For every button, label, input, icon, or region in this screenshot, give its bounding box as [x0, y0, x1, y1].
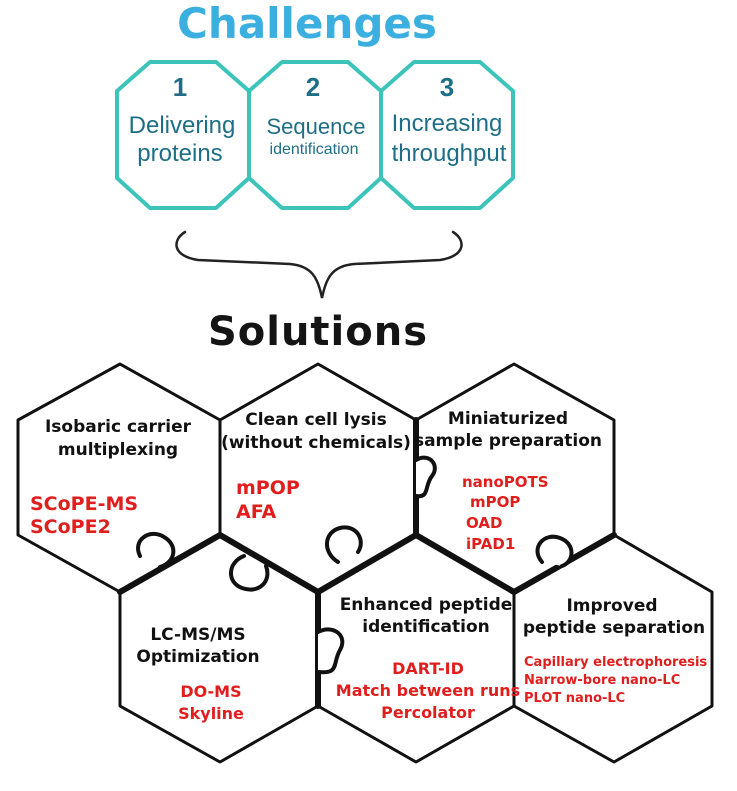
solution-heading-lcms-line1: LC-MS/MS	[150, 625, 245, 645]
challenge-number-1: 1	[173, 72, 187, 102]
solutions-title: Solutions	[208, 309, 428, 355]
solution-heading-lysis-line2: (without chemicals)	[221, 433, 411, 453]
solution-method-capillary-electrophoresis: Capillary electrophoresis	[524, 655, 707, 670]
solution-method-do-ms: DO-MS	[180, 682, 241, 701]
solution-method-skyline: Skyline	[178, 704, 244, 723]
solution-method-match-between-runs: Match between runs	[336, 681, 520, 700]
solution-method-scope2: SCoPE2	[30, 516, 111, 538]
junction-edge-2	[217, 532, 321, 595]
solution-method-plot-nano-lc: PLOT nano-LC	[524, 691, 625, 706]
solution-method-narrow-bore: Narrow-bore nano-LC	[524, 673, 680, 688]
solutions-group: Isobaric carrier multiplexing SCoPE-MS S…	[16, 362, 714, 764]
challenge-label-3-line2: throughput	[392, 140, 507, 167]
puzzle-tab-6	[316, 627, 345, 675]
puzzle-tab-3	[325, 525, 363, 564]
solution-heading-enhanced-line1: Enhanced peptide	[340, 595, 513, 615]
solution-method-mpop: mPOP	[236, 477, 300, 499]
challenge-number-2: 2	[306, 72, 320, 102]
challenge-label-1-line2: proteins	[137, 140, 222, 167]
puzzle-tab-1	[136, 531, 176, 569]
solution-heading-isobaric-line2: multiplexing	[58, 440, 178, 460]
junction-edge-4	[413, 532, 517, 595]
challenges-group: 1 Delivering proteins 2 Sequence identif…	[115, 60, 515, 210]
solution-heading-miniaturized-line2: sample preparation	[414, 431, 602, 451]
solution-method-scope-ms: SCoPE-MS	[30, 493, 138, 515]
solution-method-ipad1: iPAD1	[466, 535, 515, 553]
junction-edge-3	[315, 532, 419, 595]
challenge-label-1-line1: Delivering	[129, 112, 236, 139]
solution-method-dart-id: DART-ID	[392, 659, 464, 678]
solution-method-percolator: Percolator	[381, 703, 475, 722]
solution-method-mpop-2: mPOP	[470, 493, 520, 511]
challenge-number-3: 3	[440, 72, 454, 102]
solution-heading-improved-line1: Improved	[566, 596, 657, 616]
challenges-title: Challenges	[177, 0, 437, 48]
solution-heading-lcms-line2: Optimization	[136, 647, 259, 667]
puzzle-tab-5	[535, 534, 574, 568]
puzzle-tab-4	[414, 455, 437, 499]
challenge-hexagon-3	[379, 60, 515, 210]
solution-method-afa: AFA	[236, 501, 277, 523]
solution-heading-isobaric-line1: Isobaric carrier	[45, 417, 192, 437]
challenge-label-2-line1: Sequence	[266, 114, 365, 139]
solution-method-oad: OAD	[466, 514, 502, 532]
solution-heading-lysis-line1: Clean cell lysis	[245, 410, 386, 430]
puzzle-tab-2	[229, 554, 270, 592]
solution-heading-improved-line2: peptide separation	[523, 618, 705, 638]
solution-heading-enhanced-line2: identification	[362, 617, 489, 637]
challenge-label-3-line1: Increasing	[392, 110, 503, 137]
solution-method-nanopots: nanoPOTS	[462, 473, 549, 491]
solution-heading-miniaturized-line1: Miniaturized	[448, 409, 568, 429]
challenge-label-2-line2: identification	[270, 141, 359, 158]
curly-brace	[175, 230, 463, 299]
